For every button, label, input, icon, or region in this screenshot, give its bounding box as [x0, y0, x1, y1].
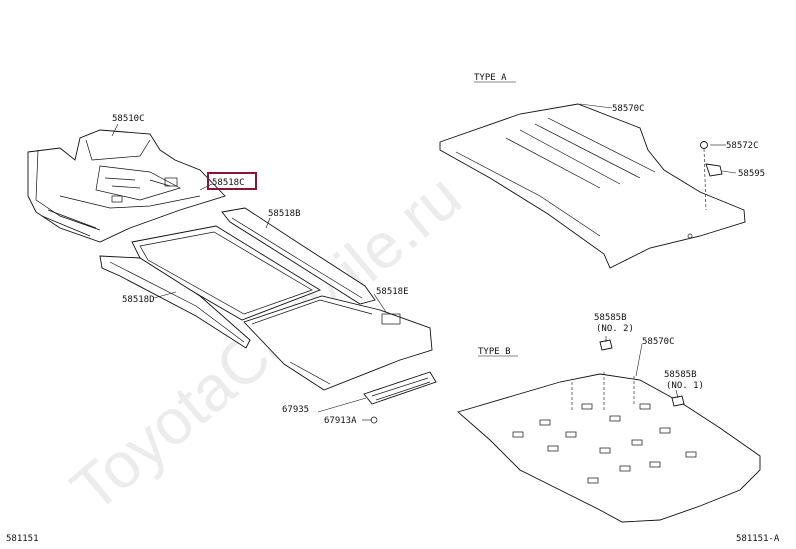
label-58585b-no1[interactable]: 58585B	[664, 370, 697, 380]
scuff-plate-67935[interactable]	[363, 371, 437, 424]
footer-left-code: 581151	[6, 534, 39, 544]
footer-right-code: 581151-A	[736, 534, 780, 544]
label-58572c[interactable]: 58572C	[726, 141, 759, 151]
label-type-b: TYPE B	[478, 347, 511, 357]
label-58518b[interactable]: 58518B	[268, 209, 301, 219]
label-58595[interactable]: 58595	[738, 169, 765, 179]
label-67935[interactable]: 67935	[282, 405, 309, 415]
label-58510c[interactable]: 58510C	[112, 114, 145, 124]
clip-58595[interactable]	[705, 163, 723, 177]
clip-58585b-no2[interactable]	[599, 339, 613, 351]
floor-mat-58518b[interactable]	[221, 207, 376, 305]
label-no1: (NO. 1)	[666, 381, 704, 391]
label-58570c-type-b[interactable]: 58570C	[642, 337, 675, 347]
label-58570c-type-a[interactable]: 58570C	[612, 104, 645, 114]
label-58518e[interactable]: 58518E	[376, 287, 409, 297]
floor-panel-rear[interactable]	[243, 295, 433, 391]
label-58518c[interactable]: 58518C	[212, 178, 245, 188]
leader-lines	[111, 103, 737, 421]
clip-58572c[interactable]	[700, 141, 708, 211]
label-58585b-no2[interactable]: 58585B	[594, 313, 627, 323]
floor-carpet-58510c[interactable]	[27, 129, 226, 243]
type-b-carpet[interactable]	[457, 372, 761, 523]
highlight-box-58518c	[207, 172, 257, 190]
label-no2: (NO. 2)	[596, 324, 634, 334]
label-58518d[interactable]: 58518D	[122, 295, 155, 305]
type-a-carpet[interactable]	[439, 103, 746, 269]
label-67913a[interactable]: 67913A	[324, 416, 357, 426]
clip-58585b-no1[interactable]	[671, 395, 685, 407]
floor-mat-58518d[interactable]	[99, 255, 251, 349]
label-type-a: TYPE A	[474, 73, 507, 83]
